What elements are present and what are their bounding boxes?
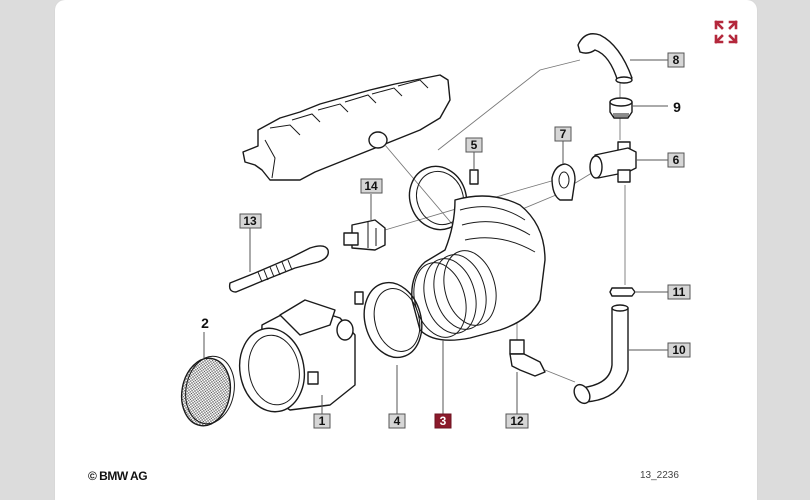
- label-13-text: 13: [243, 214, 257, 228]
- label-5-text: 5: [471, 138, 478, 152]
- label-9[interactable]: 9: [673, 99, 681, 115]
- part-8-hose: [577, 33, 633, 84]
- label-14[interactable]: 14: [360, 178, 383, 194]
- label-2[interactable]: 2: [201, 315, 209, 331]
- intake-manifold: [242, 74, 451, 181]
- part-14-connector: [343, 219, 386, 251]
- label-3-selected[interactable]: 3: [434, 413, 452, 429]
- label-12-text: 12: [510, 414, 524, 428]
- label-11[interactable]: 11: [667, 284, 691, 300]
- part-2-filter-screen: [180, 355, 235, 427]
- label-3-text: 3: [440, 414, 447, 428]
- part-11-clip: [609, 287, 636, 297]
- expand-button[interactable]: [712, 18, 740, 46]
- label-7-text: 7: [560, 127, 567, 141]
- copyright-text: © BMW AG: [88, 469, 148, 483]
- part-1-air-mass-meter: [238, 299, 356, 413]
- expand-arrows-icon: [714, 20, 738, 44]
- part-10-hose: [573, 304, 629, 405]
- figure-id: 13_2236: [640, 470, 679, 481]
- label-1[interactable]: 1: [313, 413, 331, 429]
- label-4-text: 4: [394, 414, 401, 428]
- label-13[interactable]: 13: [239, 213, 262, 229]
- label-7[interactable]: 7: [554, 126, 572, 142]
- label-10[interactable]: 10: [667, 342, 691, 358]
- label-6-text: 6: [673, 153, 680, 167]
- part-13-sensor: [228, 245, 329, 293]
- label-9-text: 9: [673, 99, 681, 115]
- part-5-clamp: [408, 165, 479, 231]
- part-6-valve: [589, 141, 637, 183]
- part-7-grommet: [551, 163, 576, 201]
- label-8[interactable]: 8: [667, 52, 685, 68]
- part-9-plug: [609, 97, 633, 119]
- label-6[interactable]: 6: [667, 152, 685, 168]
- label-1-text: 1: [319, 414, 326, 428]
- part-4-clamp: [354, 281, 423, 359]
- label-12[interactable]: 12: [505, 413, 529, 429]
- label-5[interactable]: 5: [465, 137, 483, 153]
- label-8-text: 8: [673, 53, 680, 67]
- label-2-text: 2: [201, 315, 209, 331]
- label-11-text: 11: [673, 285, 686, 299]
- label-10-text: 10: [672, 343, 686, 357]
- part-12-elbow: [509, 339, 546, 377]
- label-14-text: 14: [364, 179, 378, 193]
- label-4[interactable]: 4: [388, 413, 406, 429]
- leader-lines: [203, 59, 668, 414]
